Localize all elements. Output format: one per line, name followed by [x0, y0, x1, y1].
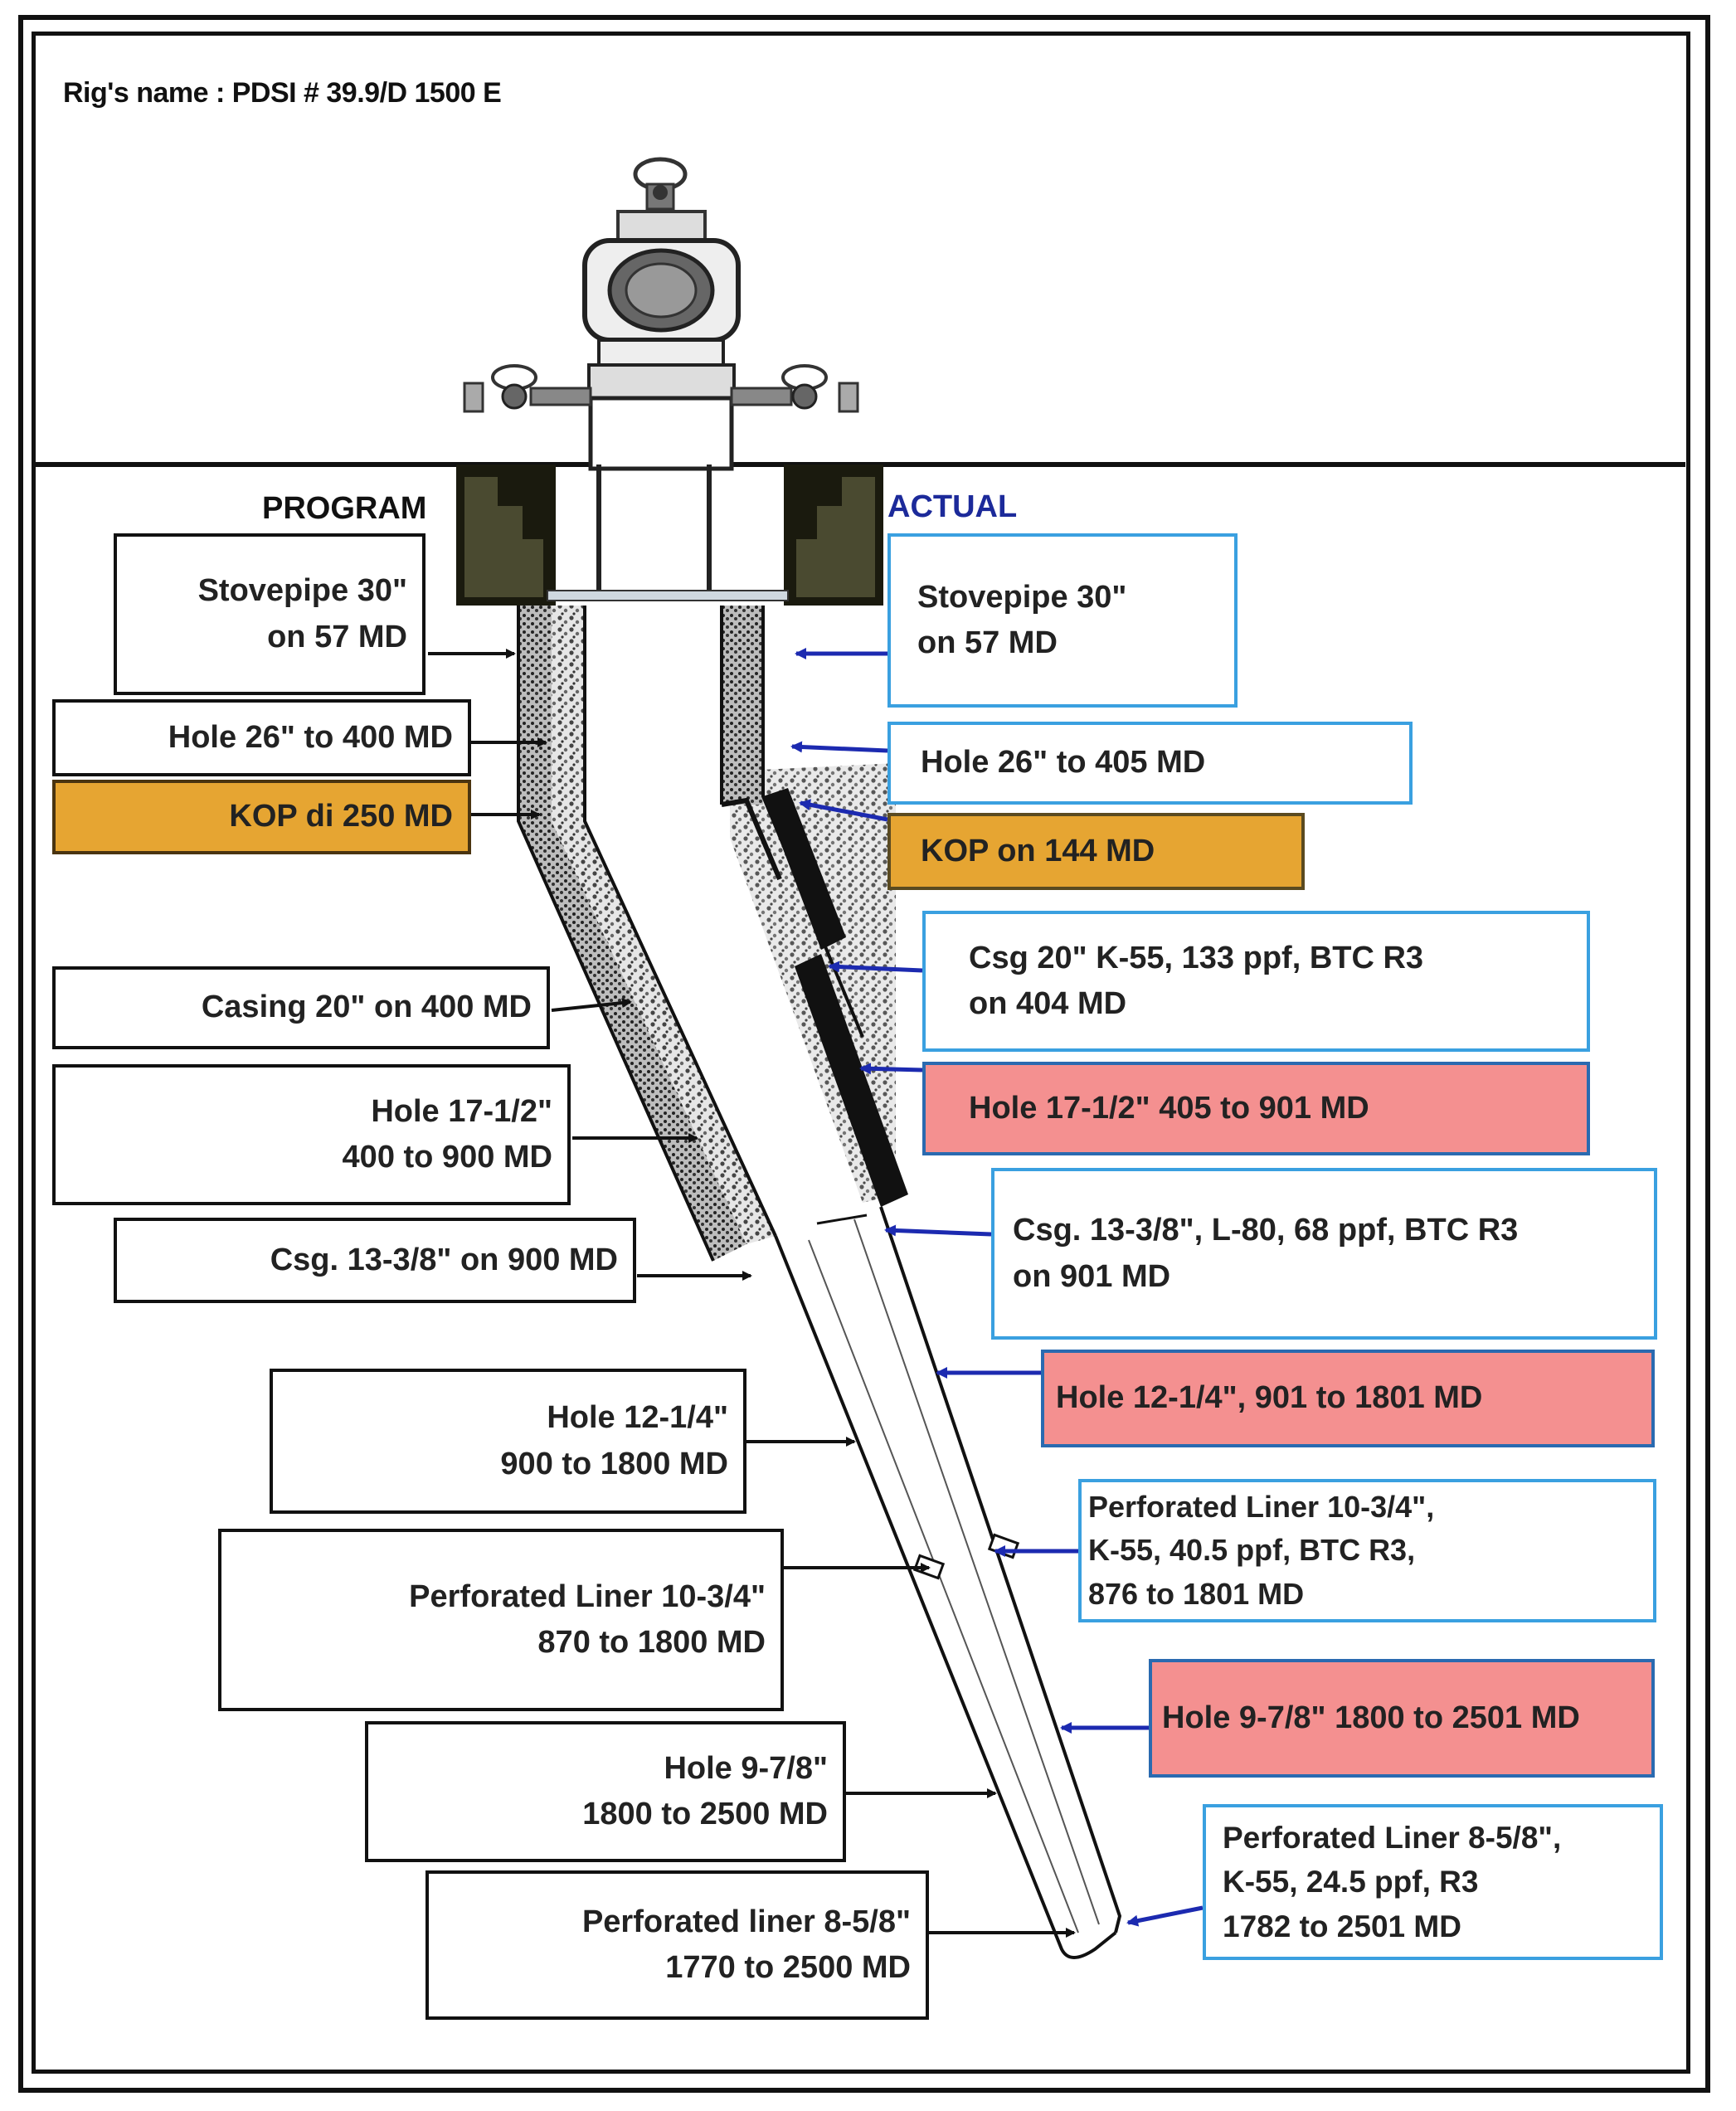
program-liner10-box: Perforated Liner 10-3/4" 870 to 1800 MD — [218, 1529, 784, 1711]
actual-liner8-line2: K-55, 24.5 ppf, R3 — [1223, 1865, 1479, 1899]
actual-hole17-label: Hole 17-1/2" 405 to 901 MD — [969, 1090, 1369, 1126]
actual-kop-box: KOP on 144 MD — [887, 813, 1305, 890]
actual-hole12-label: Hole 12-1/4", 901 to 1801 MD — [1056, 1380, 1483, 1416]
rig-name: Rig's name : PDSI # 39.9/D 1500 E — [63, 77, 502, 109]
actual-liner8-box: Perforated Liner 8-5/8", K-55, 24.5 ppf,… — [1203, 1804, 1663, 1960]
program-well — [517, 606, 777, 1262]
program-hole12-box: Hole 12-1/4" 900 to 1800 MD — [270, 1369, 746, 1514]
actual-csg20-line2: on 404 MD — [969, 986, 1127, 1021]
actual-liner10-line1: Perforated Liner 10-3/4", — [1088, 1490, 1435, 1525]
actual-liner8-line3: 1782 to 2501 MD — [1223, 1909, 1461, 1943]
program-liner8-line1: Perforated liner 8-5/8" — [581, 1904, 911, 1939]
actual-hole12-box: Hole 12-1/4", 901 to 1801 MD — [1041, 1350, 1655, 1447]
program-arrows — [428, 649, 1076, 1938]
program-hole12-line2: 900 to 1800 MD — [500, 1446, 728, 1481]
program-liner10-line1: Perforated Liner 10-3/4" — [409, 1578, 766, 1614]
actual-liner10-line2: K-55, 40.5 ppf, BTC R3, — [1088, 1533, 1416, 1568]
outer-frame — [18, 15, 1710, 2093]
program-kop-box: KOP di 250 MD — [52, 780, 471, 854]
actual-csg20-box: Csg 20" K-55, 133 ppf, BTC R3 on 404 MD — [922, 911, 1590, 1052]
program-hole17-line1: Hole 17-1/2" — [371, 1093, 552, 1129]
program-hole17-line2: 400 to 900 MD — [342, 1140, 552, 1175]
program-heading: PROGRAM — [262, 491, 427, 526]
right-wing-valve-icon — [730, 364, 859, 413]
actual-csg13-line1: Csg. 13-3/8", L-80, 68 ppf, BTC R3 — [1013, 1213, 1519, 1248]
actual-csg13-line2: on 901 MD — [1013, 1258, 1171, 1294]
program-casing20-box: Casing 20" on 400 MD — [52, 966, 550, 1049]
wellhead — [463, 157, 859, 597]
program-hole17-box: Hole 17-1/2" 400 to 900 MD — [52, 1064, 571, 1205]
actual-csg13-box: Csg. 13-3/8", L-80, 68 ppf, BTC R3 on 90… — [991, 1168, 1657, 1340]
actual-stovepipe-line2: on 57 MD — [917, 625, 1058, 660]
actual-liner10-box: Perforated Liner 10-3/4", K-55, 40.5 ppf… — [1078, 1479, 1656, 1622]
program-liner8-line2: 1770 to 2500 MD — [665, 1950, 911, 1985]
actual-hole17-box: Hole 17-1/2" 405 to 901 MD — [922, 1062, 1590, 1155]
program-kop-label: KOP di 250 MD — [229, 799, 453, 834]
actual-well — [720, 606, 908, 1207]
actual-hole26-label: Hole 26" to 405 MD — [921, 745, 1206, 781]
actual-liner10-line3: 876 to 1801 MD — [1088, 1576, 1305, 1611]
cellar — [456, 465, 883, 606]
actual-arrows — [790, 648, 1204, 1927]
actual-liner8-line1: Perforated Liner 8-5/8", — [1223, 1820, 1562, 1855]
program-hole9-box: Hole 9-7/8" 1800 to 2500 MD — [365, 1721, 846, 1862]
actual-hole26-box: Hole 26" to 405 MD — [887, 722, 1413, 805]
actual-kop-label: KOP on 144 MD — [921, 833, 1155, 868]
program-liner10-line2: 870 to 1800 MD — [537, 1625, 766, 1660]
program-hole9-line1: Hole 9-7/8" — [664, 1750, 828, 1786]
actual-hole9-label: Hole 9-7/8" 1800 to 2501 MD — [1162, 1700, 1580, 1735]
actual-stovepipe-line1: Stovepipe 30" — [917, 579, 1127, 615]
program-hole26-box: Hole 26" to 400 MD — [52, 699, 471, 776]
program-casing20-label: Casing 20" on 400 MD — [201, 990, 532, 1025]
actual-stovepipe-box: Stovepipe 30" on 57 MD — [887, 533, 1238, 708]
top-valve-icon — [633, 157, 688, 211]
actual-heading: ACTUAL — [887, 489, 1018, 524]
program-liner8-box: Perforated liner 8-5/8" 1770 to 2500 MD — [425, 1870, 929, 2020]
actual-csg20-line1: Csg 20" K-55, 133 ppf, BTC R3 — [969, 940, 1424, 975]
left-wing-valve-icon — [463, 364, 592, 413]
program-stovepipe-box: Stovepipe 30" on 57 MD — [114, 533, 425, 695]
program-csg13-label: Csg. 13-3/8" on 900 MD — [270, 1242, 618, 1277]
lower-well — [774, 1206, 1122, 1959]
program-csg13-box: Csg. 13-3/8" on 900 MD — [114, 1218, 636, 1303]
program-stovepipe-line1: Stovepipe 30" — [197, 573, 407, 609]
program-hole26-label: Hole 26" to 400 MD — [168, 719, 453, 755]
actual-hole9-box: Hole 9-7/8" 1800 to 2501 MD — [1149, 1659, 1655, 1778]
program-hole9-line2: 1800 to 2500 MD — [582, 1797, 828, 1831]
program-stovepipe-line2: on 57 MD — [267, 619, 407, 654]
inner-frame — [32, 32, 1690, 2074]
program-hole12-line1: Hole 12-1/4" — [547, 1400, 728, 1436]
